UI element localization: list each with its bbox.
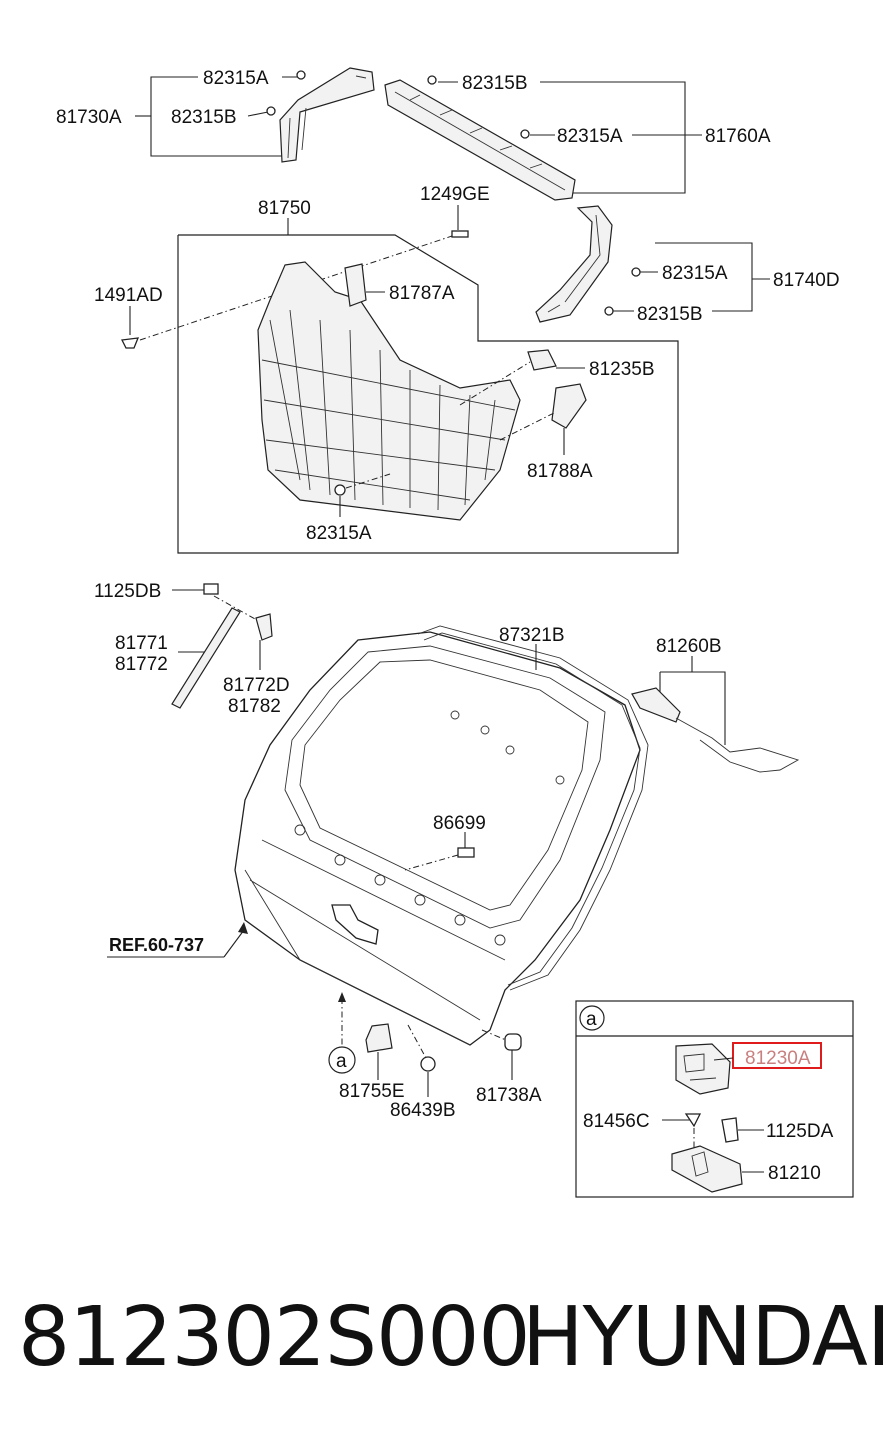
label-1125DB: 1125DB (94, 581, 161, 602)
label-82315B-top: 82315B (462, 73, 528, 94)
group-ref (107, 922, 248, 958)
arrow-icon (338, 992, 346, 1002)
label-81750: 81750 (258, 198, 311, 219)
footer-caption: 812302S000 HYUNDAI (0, 1290, 886, 1400)
trim-81787A (344, 263, 367, 307)
strut-81771 (171, 607, 241, 709)
group-81760A (384, 75, 702, 201)
group-86699 (404, 832, 475, 871)
clip-icon (631, 267, 641, 277)
trim-81730A (279, 67, 375, 163)
cable-81260B (631, 656, 800, 773)
weatherstrip-87321B (417, 625, 649, 991)
label-81771: 81771 (115, 633, 168, 654)
footer-part-number: 812302S000 (18, 1290, 531, 1385)
label-81230A: 81230A (745, 1048, 811, 1069)
label-81210: 81210 (768, 1163, 821, 1184)
bumper-81738A (504, 1033, 522, 1051)
label-86439B: 86439B (390, 1100, 456, 1121)
label-81738A: 81738A (476, 1085, 542, 1106)
cable-handle (631, 687, 681, 723)
emblem-recess (331, 904, 379, 945)
label-1491AD: 1491AD (94, 285, 163, 306)
bolt-icon (451, 230, 469, 238)
label-82315B-right: 82315B (637, 304, 703, 325)
trim-81760A (384, 79, 576, 201)
trim-81235B (527, 349, 557, 371)
footer-brand: HYUNDAI (522, 1290, 886, 1385)
tailgate-outer (234, 631, 641, 1046)
label-82315B-left: 82315B (171, 107, 237, 128)
highlight-81230A (732, 1042, 822, 1069)
clip-icon (296, 70, 306, 80)
bracket-81772D (255, 613, 273, 641)
part-81755E (365, 1023, 393, 1053)
clip-icon (427, 75, 437, 85)
inset-a-label: a (586, 1009, 597, 1030)
label-81787A: 81787A (389, 283, 455, 304)
label-82315A-top: 82315A (203, 68, 269, 89)
label-82315A-bottom: 82315A (306, 523, 372, 544)
label-81760A: 81760A (705, 126, 771, 147)
label-87321B: 87321B (499, 625, 565, 646)
label-1125DA: 1125DA (766, 1121, 834, 1142)
label-81235B: 81235B (589, 359, 655, 380)
latch-81230A (675, 1043, 731, 1095)
group-bottom (328, 992, 522, 1097)
bolt-icon (203, 583, 219, 595)
clip-icon (266, 106, 276, 116)
label-1249GE: 1249GE (420, 184, 490, 205)
label-81740D: 81740D (773, 270, 840, 291)
bolt-icon (721, 1117, 739, 1143)
group-81730A (135, 67, 375, 163)
label-81772: 81772 (115, 654, 168, 675)
clip-icon (334, 484, 346, 496)
label-81456C: 81456C (583, 1111, 650, 1132)
clip-icon (420, 1056, 436, 1072)
label-81730A: 81730A (56, 107, 122, 128)
tailgate-panel (234, 631, 641, 1046)
inset-a (575, 1000, 854, 1198)
clip-icon (604, 306, 614, 316)
group-81740D (535, 205, 770, 323)
bolt-icon (457, 847, 475, 858)
label-82315A-mid: 82315A (557, 126, 623, 147)
clip-icon (121, 337, 140, 349)
label-81788A: 81788A (527, 461, 593, 482)
label-86699: 86699 (433, 813, 486, 834)
label-81772D: 81772D (223, 675, 290, 696)
group-81750 (121, 205, 679, 554)
label-82315A-right: 82315A (662, 263, 728, 284)
label-ref: REF.60-737 (109, 935, 204, 955)
label-81755E: 81755E (339, 1081, 405, 1102)
group-strut (171, 583, 273, 709)
screw-icon (684, 1113, 702, 1128)
arrow-icon (238, 922, 248, 934)
circle-a-label: a (336, 1051, 347, 1072)
circle-a-marker (328, 1046, 356, 1074)
trim-81740D (535, 205, 613, 323)
label-81782: 81782 (228, 696, 281, 717)
label-81260B: 81260B (656, 636, 722, 657)
trim-81788A (551, 383, 587, 429)
clip-icon (520, 129, 530, 139)
